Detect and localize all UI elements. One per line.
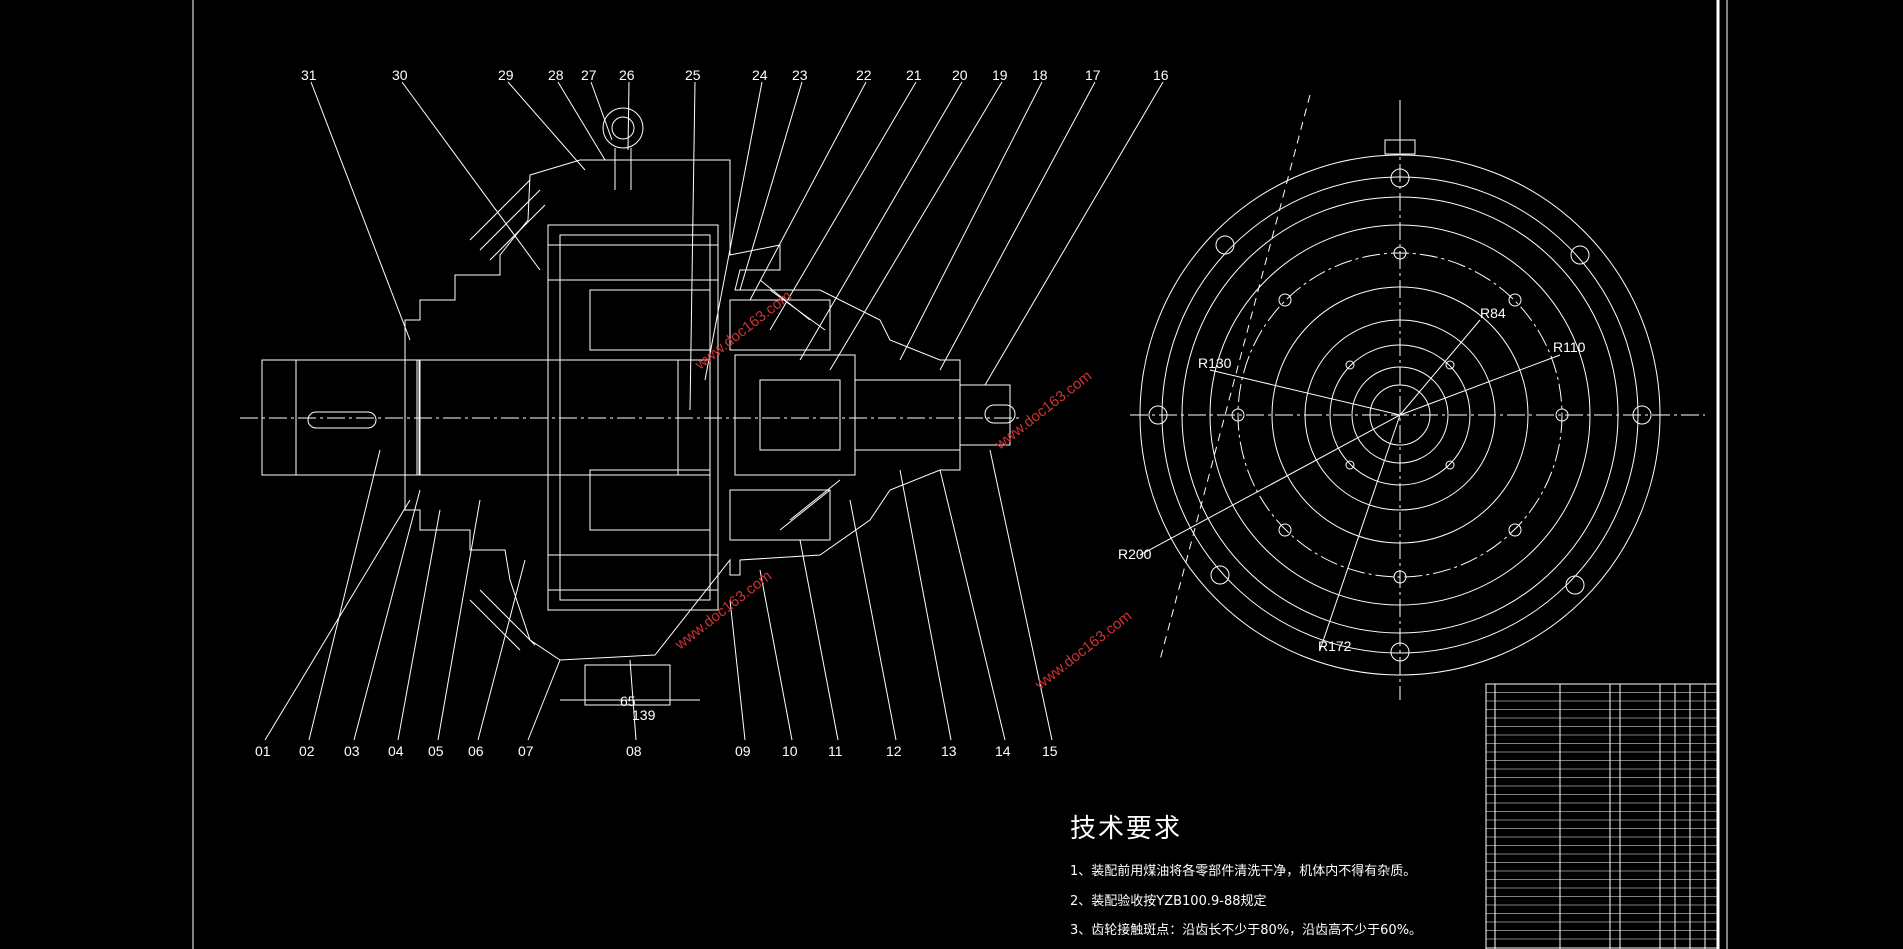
callout-06: 06 (468, 743, 484, 759)
callout-15: 15 (1042, 743, 1058, 759)
callout-14: 14 (995, 743, 1011, 759)
watermark: www.doc163.com www.doc163.com www.doc163… (671, 287, 1135, 693)
dim-65: 65 (620, 693, 636, 709)
callout-25: 25 (685, 67, 701, 83)
callout-31: 31 (301, 67, 317, 83)
watermark-text: www.doc163.com (671, 567, 775, 653)
parts-list-rows (1486, 683, 1718, 948)
callout-12: 12 (886, 743, 902, 759)
callout-21: 21 (906, 67, 922, 83)
requirement-line: 2、装配验收按YZB100.9-88规定 (1070, 894, 1267, 909)
dim-r110: R110 (1553, 339, 1586, 355)
watermark-text: www.doc163.com (991, 367, 1095, 453)
callouts-top: 31 30 29 28 27 26 25 24 23 22 21 20 19 1… (301, 67, 1169, 83)
callout-10: 10 (782, 743, 798, 759)
callout-08: 08 (626, 743, 642, 759)
callout-09: 09 (735, 743, 751, 759)
dim-r84: R84 (1480, 305, 1506, 321)
dim-r130: R130 (1198, 355, 1232, 371)
callout-01: 01 (255, 743, 271, 759)
callout-20: 20 (952, 67, 968, 83)
callout-30: 30 (392, 67, 408, 83)
callout-16: 16 (1153, 67, 1169, 83)
callout-18: 18 (1032, 67, 1048, 83)
callout-02: 02 (299, 743, 315, 759)
leader-lines (264, 81, 1164, 741)
callouts-bottom: 01 02 03 04 05 06 07 08 09 10 11 12 13 1… (255, 743, 1058, 759)
callout-17: 17 (1085, 67, 1101, 83)
end-view (1130, 94, 1705, 700)
callout-26: 26 (619, 67, 635, 83)
callout-07: 07 (518, 743, 534, 759)
callout-29: 29 (498, 67, 514, 83)
callout-22: 22 (856, 67, 872, 83)
callout-24: 24 (752, 67, 768, 83)
callout-05: 05 (428, 743, 444, 759)
parts-list-table (1485, 683, 1719, 949)
dim-139: 139 (632, 707, 656, 723)
callout-13: 13 (941, 743, 957, 759)
callout-11: 11 (828, 743, 843, 759)
section-view (240, 107, 1020, 706)
dim-r172: R172 (1318, 638, 1352, 654)
callout-04: 04 (388, 743, 404, 759)
callout-03: 03 (344, 743, 360, 759)
technical-requirements-title: 技术要求 (1070, 814, 1183, 844)
requirement-line: 3、齿轮接触斑点：沿齿长不少于80%，沿齿高不少于60%。 (1070, 923, 1423, 938)
callout-23: 23 (792, 67, 808, 83)
watermark-text: www.doc163.com (1031, 607, 1135, 693)
callout-19: 19 (992, 67, 1008, 83)
callout-28: 28 (548, 67, 564, 83)
dim-r200: R200 (1118, 546, 1152, 562)
callout-27: 27 (581, 67, 597, 83)
requirement-line: 1、装配前用煤油将各零部件清洗干净，机体内不得有杂质。 (1070, 864, 1417, 879)
